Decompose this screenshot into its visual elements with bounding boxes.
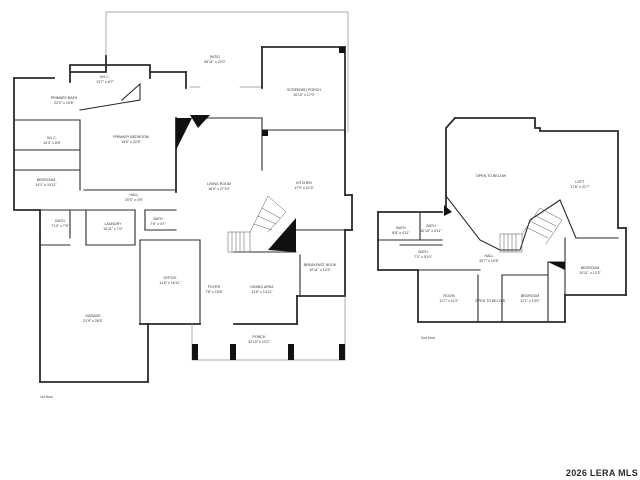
room-label-open-to-below-small: OPEN TO BELOW [474,299,506,303]
room-label-wic-left: W.I.C.14'3" x 8'6" [43,136,61,145]
porch-outline [191,295,346,361]
second-floor-exterior-walls [377,116,627,323]
second-floor-label: 2nd floor [421,336,435,340]
mls-watermark: 2026 LERA MLS [565,468,638,478]
first-floor-stairs [227,195,287,253]
patio-outline [105,11,349,133]
second-floor-interior-walls [377,195,619,323]
first-floor-exterior-walls [13,46,353,383]
room-label-wic-top: W.I.C.13'7" x 8'7" [96,75,114,84]
first-floor-interior-walls [13,82,346,325]
structural-fills [176,47,565,360]
room-label-open-to-below-top: OPEN TO BELOW [475,174,507,178]
second-floor-stairs [499,207,563,253]
first-floor-label: 1st floor [40,395,53,399]
